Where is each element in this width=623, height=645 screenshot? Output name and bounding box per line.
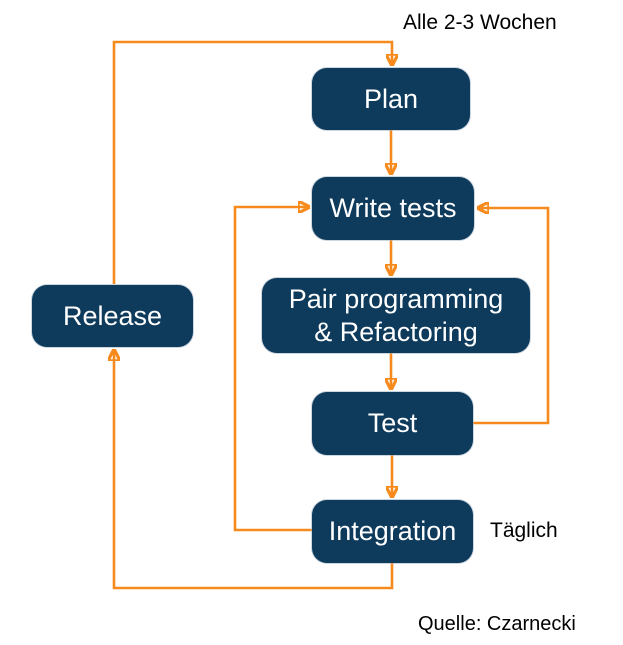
node-test: Test bbox=[312, 392, 473, 455]
edge-test-write-tests bbox=[473, 208, 550, 425]
node-plan-label: Plan bbox=[363, 83, 419, 114]
node-test-label: Test bbox=[367, 408, 418, 439]
edge-release-plan bbox=[112, 40, 392, 284]
node-release: Release bbox=[32, 285, 193, 347]
edge-integration-write-tests bbox=[233, 207, 312, 532]
node-release-label: Release bbox=[62, 300, 163, 331]
node-integration-label: Integration bbox=[328, 516, 457, 547]
cycle-duration-label: Alle 2-3 Wochen bbox=[403, 11, 557, 34]
node-write-tests: Write tests bbox=[312, 177, 474, 240]
node-pair-programming: Pair programming & Refactoring bbox=[262, 278, 530, 353]
daily-label: Täglich bbox=[490, 519, 558, 542]
edge-integration-release bbox=[114, 350, 394, 590]
node-pair-programming-label-line1: Pair programming bbox=[288, 283, 504, 314]
source-credit-label: Quelle: Czarnecki bbox=[418, 613, 576, 635]
node-plan: Plan bbox=[312, 68, 470, 130]
node-pair-programming-label-line2: & Refactoring bbox=[314, 316, 478, 347]
node-integration: Integration bbox=[312, 500, 473, 563]
node-write-tests-label: Write tests bbox=[329, 193, 457, 224]
